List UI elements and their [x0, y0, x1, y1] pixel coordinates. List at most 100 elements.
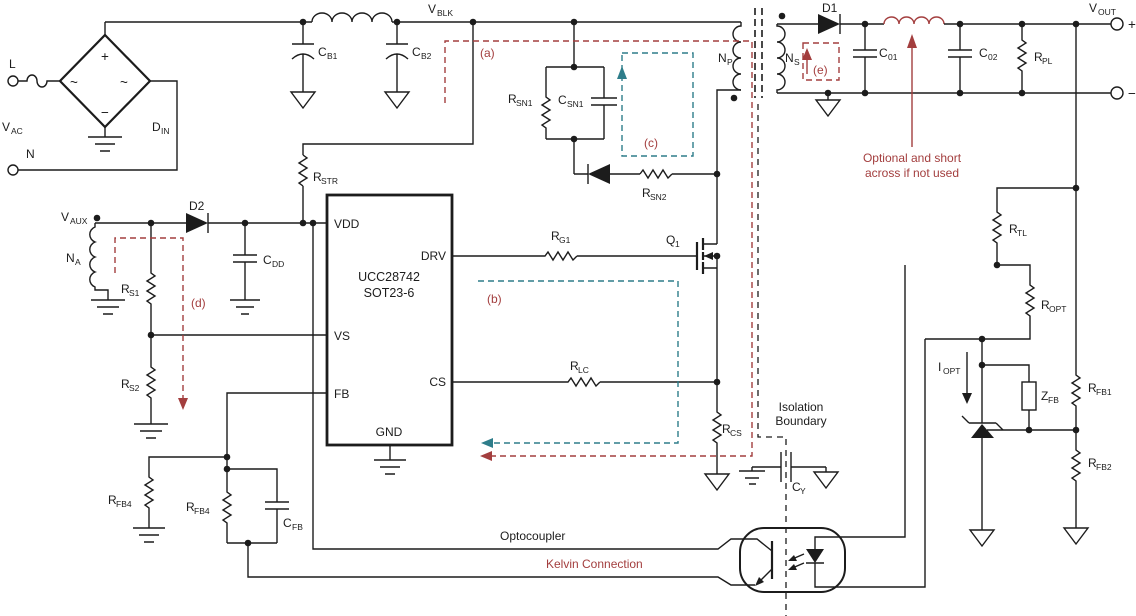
neutral-terminal: [7, 164, 19, 176]
opto-led-triangle: [806, 549, 824, 563]
loop-a-label: (a): [480, 46, 495, 60]
c01-cap: [853, 24, 877, 93]
rstr-resistor: [297, 154, 309, 223]
aux-ground: [91, 299, 125, 315]
vac-sub: AC: [11, 126, 23, 136]
rtl-resistor: [991, 187, 1076, 265]
cfb-sub: FB: [292, 522, 303, 532]
vblk-sub: BLK: [437, 8, 453, 18]
rfb2-label: R: [1088, 456, 1097, 470]
ropt-label: R: [1041, 298, 1050, 312]
opto-light-arrow2: [788, 564, 797, 570]
feedback-divider: R FB1 R FB2 R TL R OPT Z FB: [925, 24, 1112, 546]
pin-fb: FB: [334, 387, 349, 401]
bridge-ac-left: ~: [70, 75, 78, 90]
neutral-wire: [18, 80, 178, 171]
opto-emitter-arrow: [755, 577, 764, 586]
ic-body: [325, 193, 454, 447]
opto-collector-wire: [312, 223, 773, 552]
zfb-sub: FB: [1048, 395, 1059, 405]
transformer: N P N S: [716, 8, 800, 244]
cy-sub: Y: [800, 486, 806, 496]
cfb-cap: [227, 468, 289, 544]
rfb2-ground: [1062, 527, 1090, 546]
junction-dots: [147, 18, 1080, 547]
ns-sub: S: [794, 57, 800, 67]
rtl-sub: TL: [1017, 228, 1027, 238]
pin-drv: DRV: [421, 249, 446, 263]
ac-input-section: L V AC N: [2, 57, 178, 176]
cap-cb2: [385, 22, 409, 92]
c01-label: C: [879, 46, 888, 60]
loop-a-arrowhead: [480, 451, 492, 461]
controller-ic: UCC28742 SOT23-6 VDD DRV VS FB CS GND: [325, 193, 454, 475]
opto-led-cathode-wire: [814, 339, 926, 588]
neutral-label: N: [26, 147, 35, 161]
c01-sub: 01: [888, 52, 898, 62]
optional-note-2: across if not used: [865, 166, 959, 180]
q1-terminals: [703, 243, 718, 382]
isolation-dashed-line: [757, 104, 787, 616]
shunt-regulator: I OPT: [938, 352, 1004, 548]
c02-label: C: [979, 46, 988, 60]
rfb4a-ground: [133, 527, 165, 543]
primary-winding: [732, 22, 742, 91]
rs2-label: R: [121, 377, 130, 391]
vout-minus-terminal: [1110, 86, 1124, 100]
rstr-wire: [302, 22, 474, 155]
csn1-cap: [591, 67, 617, 139]
rfb4a-resistor: [143, 456, 227, 528]
bridge-ac-right: ~: [120, 75, 128, 90]
ic-ground: [374, 445, 406, 475]
cb2-ground: [383, 91, 411, 110]
zfb-wires: [981, 339, 1076, 431]
bridge-earth-ground: [88, 136, 122, 152]
vout-minus-sign: −: [1128, 86, 1136, 101]
rsn1-resistor: [540, 67, 552, 139]
rlc-resistor: [452, 376, 717, 388]
rsn2-resistor: [639, 168, 717, 180]
rsn1-sub: SN1: [516, 98, 533, 108]
rsn1-label: R: [508, 92, 517, 106]
opto-body: [739, 527, 846, 593]
cy-right-ground: [812, 471, 840, 490]
rs2-resistor: [145, 335, 157, 424]
na-label: N: [66, 251, 75, 265]
tl431-triangle: [971, 424, 994, 438]
rcs-resistor: [711, 382, 723, 474]
rfb4b-sub: FB4: [194, 506, 210, 516]
loop-d-arrowhead: [178, 398, 188, 410]
rs1-resistor: [145, 223, 157, 335]
loop-e-arrowhead: [802, 48, 812, 60]
primary-bottom-wire: [716, 89, 741, 244]
pin-vs: VS: [334, 329, 350, 343]
rfb4a-sub: FB4: [116, 499, 132, 509]
isolation-label-2: Boundary: [775, 414, 826, 428]
rlc-sub: LC: [578, 365, 589, 375]
rcs-label: R: [722, 422, 731, 436]
pin-vdd: VDD: [334, 217, 360, 231]
rpl-label: R: [1034, 50, 1043, 64]
zfb-label: Z: [1041, 389, 1048, 403]
na-sub: A: [75, 257, 81, 267]
opto-led-anode-wire: [814, 265, 906, 549]
rcs-ground: [703, 473, 731, 492]
rg1-label: R: [551, 229, 560, 243]
secondary-rectifier: D1: [777, 1, 1111, 118]
kelvin-connection-label: Kelvin Connection: [546, 557, 643, 571]
rlc-label: R: [570, 359, 579, 373]
sec-ground: [814, 99, 842, 118]
cap-cb1: [291, 22, 315, 92]
rstr-sub: STR: [321, 176, 338, 186]
pin-cs: CS: [429, 375, 446, 389]
rfb4b-label: R: [186, 500, 195, 514]
rs1-label: R: [121, 282, 130, 296]
q1-sub: 1: [675, 239, 680, 249]
aux-winding-sense: D2 V AUX N A C DD R S1 R S2: [61, 199, 327, 439]
q1-body-arrow: [704, 252, 713, 260]
cdd-label: C: [263, 253, 272, 267]
rfb2-sub: FB2: [1096, 462, 1112, 472]
cb1-ground: [289, 91, 317, 110]
